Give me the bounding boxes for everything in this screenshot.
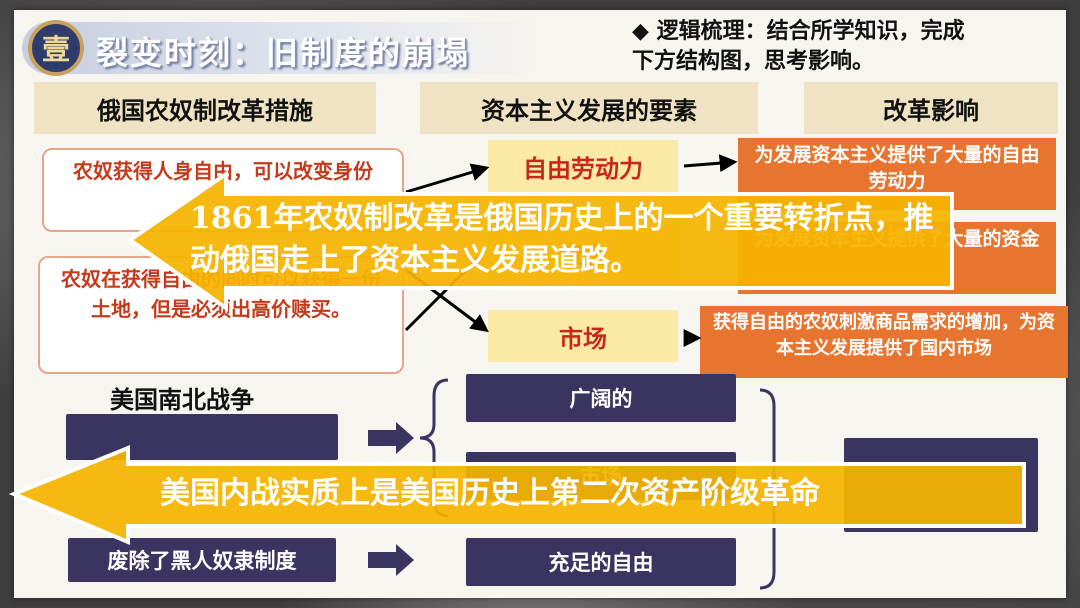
arrow-measure-to-labor (405, 163, 490, 194)
section-banner (22, 22, 542, 74)
impact-market: 获得自由的农奴刺激商品需求的增加，为资本主义发展提供了国内市场 (700, 306, 1068, 378)
block-arrow-abolish (368, 544, 414, 576)
civil-war-item-free-labor: 充足的自由 (466, 538, 736, 586)
civil-war-title: 美国南北战争 (110, 385, 254, 414)
task-line-2: 下方结构图，思考影响。 (632, 48, 875, 74)
arrow-labor-impact (683, 154, 738, 173)
column-header-measures: 俄国农奴制改革措施 (34, 82, 376, 134)
element-labor: 自由劳动力 (488, 140, 678, 192)
column-header-elements: 资本主义发展的要素 (420, 82, 758, 134)
civil-war-item-market-broad: 广阔的 (466, 374, 736, 422)
civil-war-abolish: 废除了黑人奴隶制度 (68, 538, 336, 582)
callout-arrow-usa (8, 445, 1026, 546)
task-instruction: ◆ 逻辑梳理：结合所学知识，完成 下方结构图，思考影响。 (632, 16, 1052, 76)
callout-arrow-russia (126, 170, 954, 312)
callout-text-usa: 美国内战实质上是美国历史上第二次资产阶级革命 (160, 476, 820, 511)
block-arrow-cause (368, 422, 414, 454)
element-market: 市场 (488, 310, 678, 362)
callout-text-russia: 1861年农奴制改革是俄国历史上的一个重要转折点，推动俄国走上了资本主义发展道路… (190, 201, 934, 278)
section-title: 裂变时刻：旧制度的崩塌 (96, 34, 471, 72)
column-header-impacts: 改革影响 (804, 82, 1058, 134)
civil-war-cause-blank[interactable] (66, 414, 338, 460)
task-line-1: ◆ 逻辑梳理：结合所学知识，完成 (632, 18, 965, 44)
section-badge: 壹 (28, 20, 84, 76)
